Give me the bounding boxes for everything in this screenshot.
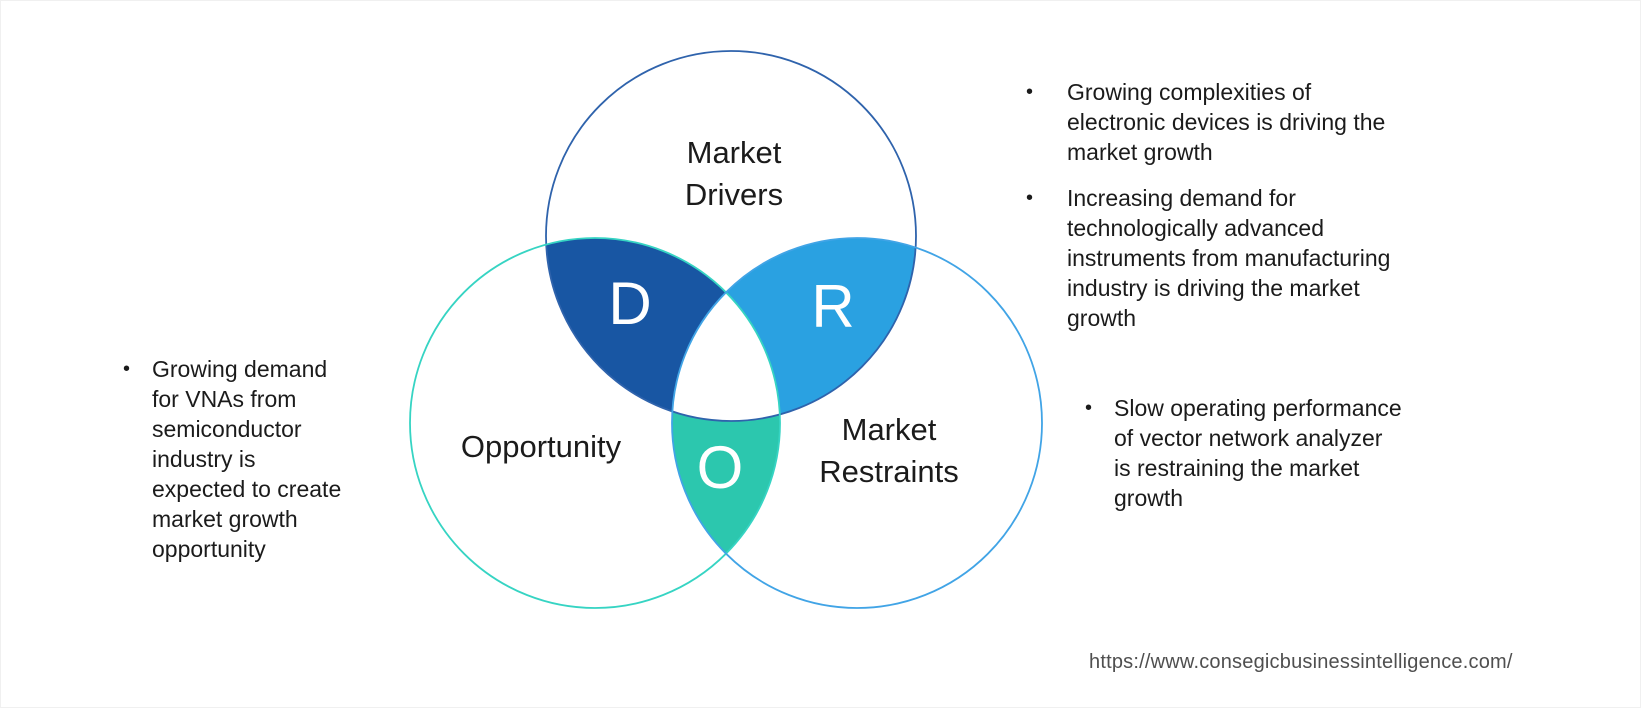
- bullet-text: Slow operating performance of vector net…: [1114, 395, 1402, 511]
- bullet-icon: •: [123, 358, 131, 380]
- bullet-icon: •: [1026, 81, 1034, 103]
- bullet-icon: •: [1026, 187, 1034, 209]
- region-r-fill: [672, 238, 916, 421]
- restraints-annotation-block: • Slow operating performance of vector n…: [1085, 393, 1465, 513]
- bullet-item: • Growing complexities of electronic dev…: [1026, 77, 1456, 167]
- opportunity-circle-outline: [409, 237, 781, 609]
- letter-o: O: [696, 434, 744, 501]
- drivers-circle-outline: [545, 50, 917, 422]
- drivers-annotation-block: • Growing complexities of electronic dev…: [1026, 77, 1456, 333]
- bullet-text: Growing demand for VNAs from semiconduct…: [152, 356, 342, 562]
- restraints-circle-outline: [671, 237, 1043, 609]
- letter-d: D: [608, 270, 652, 337]
- bullet-text: Increasing demand for technologically ad…: [1067, 185, 1391, 331]
- region-d-fill: [546, 238, 780, 421]
- bullet-item: • Slow operating performance of vector n…: [1085, 393, 1465, 513]
- region-drivers-restraints: [672, 238, 916, 421]
- opportunity-annotation-block: • Growing demand for VNAs from semicondu…: [123, 354, 383, 564]
- bullet-icon: •: [1085, 397, 1093, 419]
- drivers-circle-label: Market Drivers: [684, 135, 784, 212]
- restraints-circle-label: Market Restraints: [819, 412, 959, 489]
- letter-r: R: [811, 273, 855, 340]
- opportunity-circle-label: Opportunity: [460, 429, 622, 464]
- bullet-text: Growing complexities of electronic devic…: [1067, 79, 1386, 165]
- region-drivers-opportunity: [546, 238, 780, 421]
- bullet-item: • Growing demand for VNAs from semicondu…: [123, 354, 383, 564]
- bullet-item: • Increasing demand for technologically …: [1026, 183, 1456, 333]
- source-url: https://www.consegicbusinessintelligence…: [1089, 651, 1513, 673]
